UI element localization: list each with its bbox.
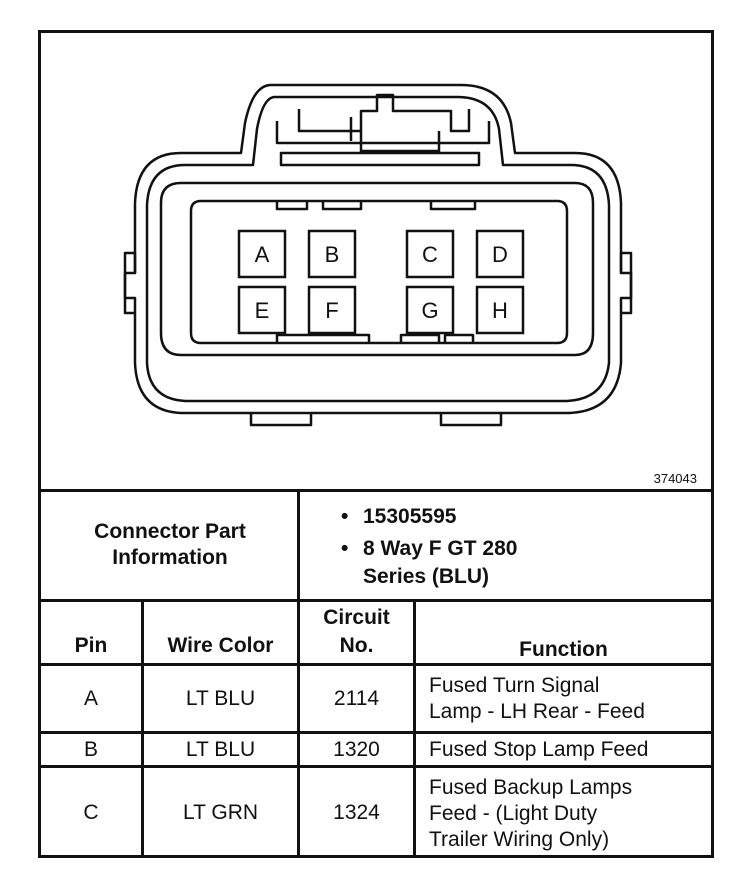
diagram-divider: [41, 489, 711, 492]
header-wire-color: Wire Color: [167, 634, 274, 657]
table-row-a-function: Fused Turn Signal Lamp - LH Rear - Feed: [429, 674, 645, 723]
pin-label-g: G: [421, 298, 438, 323]
bullet-part-number: • 15305595: [341, 505, 457, 528]
pin-label-c: C: [422, 242, 438, 267]
table-row-c-function: Fused Backup Lamps Feed - (Light Duty Tr…: [429, 776, 633, 851]
pin-cavity-e: [237, 285, 287, 335]
pin-cavity-area: [189, 199, 569, 345]
pin-label-a: A: [255, 242, 270, 267]
figure-id: 374043: [653, 471, 697, 486]
table-row-a-wire-color: LT BLU: [185, 686, 256, 710]
pin-label-f: F: [325, 298, 338, 323]
pin-cavity-f: [307, 285, 357, 335]
pin-cavity-c: [405, 229, 455, 279]
connector-outer-shell: [123, 83, 633, 415]
table-row-b-circuit: 1320: [333, 737, 380, 761]
pin-cavity-a: [237, 229, 287, 279]
pin-cavity-d: [475, 229, 525, 279]
header-pin: Pin: [74, 634, 108, 657]
connector-sheet: A B C D E F G H 374043 Connector Part Informati…: [38, 30, 714, 858]
pin-label-e: E: [255, 298, 270, 323]
table-row-b-wire-color: LT BLU: [185, 737, 256, 761]
pin-label-h: H: [492, 298, 508, 323]
header-function: Function: [519, 638, 608, 661]
table-row-b-function: Fused Stop Lamp Feed: [429, 738, 649, 761]
table-row-a-circuit: 2114: [333, 686, 380, 710]
pin-cavity-h: [475, 285, 525, 335]
pin-cavity-g: [405, 285, 455, 335]
pin-label-d: D: [492, 242, 508, 267]
table-row-c-pin: C: [83, 801, 99, 824]
pin-grid: A B C D E F G H: [237, 229, 525, 335]
bullet-connector-series: • 8 Way F GT 280 Series (BLU): [341, 537, 518, 588]
table-row-b-pin: B: [83, 737, 98, 761]
table-row-c-circuit: 1324: [333, 801, 380, 824]
connector-info-bullets: • 15305595 • 8 Way F GT 280 Series (BLU): [341, 503, 701, 595]
connector-info-title: Connector Part Information: [94, 520, 246, 569]
table-row-a-pin: A: [83, 686, 98, 710]
header-circuit-no: Circuit No.: [323, 606, 390, 657]
pin-label-b: B: [325, 242, 340, 267]
table-row-c-wire-color: LT GRN: [182, 801, 259, 824]
pin-cavity-b: [307, 229, 357, 279]
connector-face-diagram: A B C D E F G H: [123, 83, 633, 427]
